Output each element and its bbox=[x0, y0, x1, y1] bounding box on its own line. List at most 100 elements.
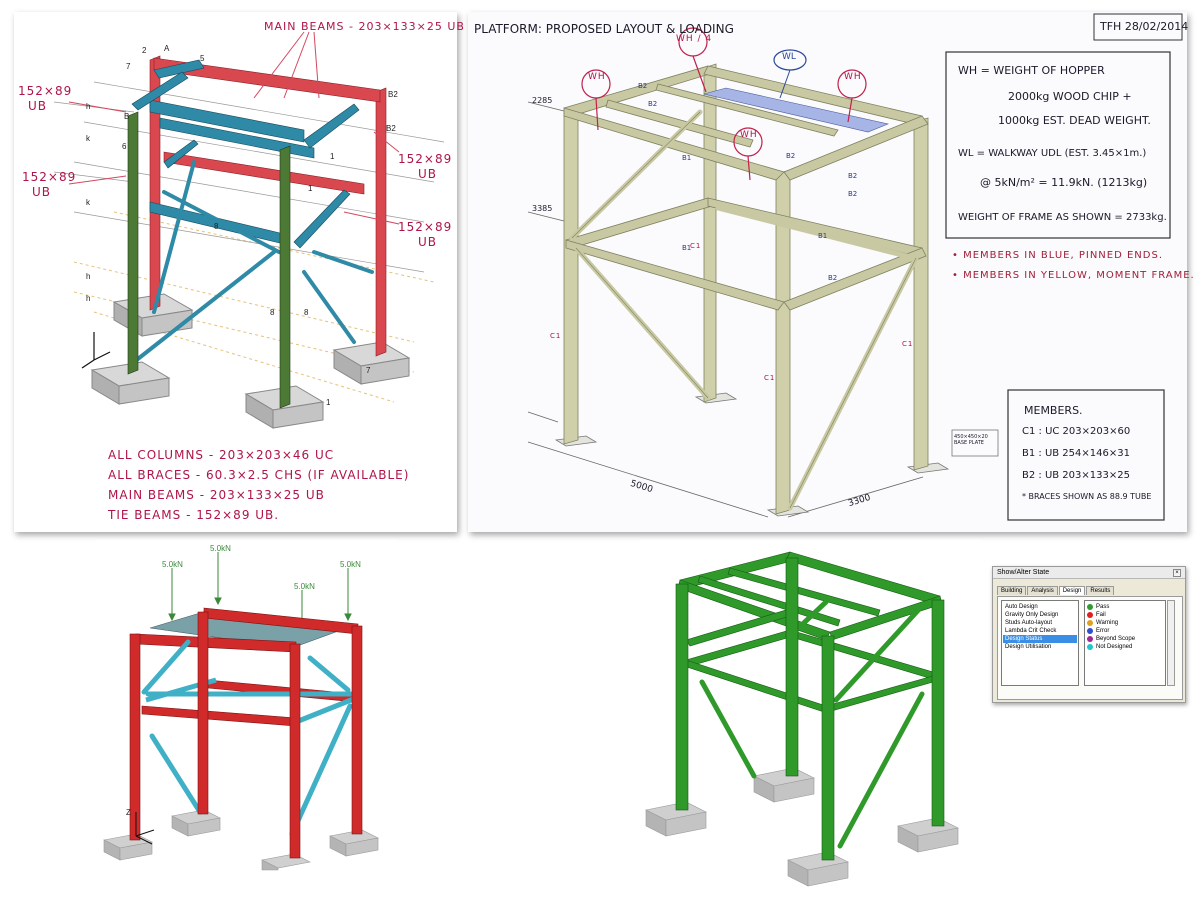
close-icon[interactable]: × bbox=[1173, 568, 1181, 577]
note-udl-value: @ 5kN/m² = 11.9kN. (1213kg) bbox=[980, 176, 1148, 189]
blue-braces bbox=[132, 160, 374, 364]
error-dot-icon bbox=[1087, 628, 1093, 634]
dialog-tabs: Building Analysis Design Results bbox=[997, 586, 1115, 595]
load-wh-right: WH bbox=[844, 72, 862, 82]
tab-analysis[interactable]: Analysis bbox=[1027, 586, 1058, 595]
analysis-pads bbox=[103, 809, 379, 871]
green-columns bbox=[127, 111, 291, 409]
grid-label: 2 bbox=[142, 46, 147, 55]
tan-columns bbox=[563, 63, 929, 515]
date-stamp: TFH 28/02/2014 bbox=[1100, 20, 1189, 33]
status-legend: Pass Fail Warning Error Beyond Scope Not… bbox=[1084, 600, 1166, 686]
legend-label: Not Designed bbox=[1096, 644, 1133, 650]
list-item[interactable]: Studs Auto-layout bbox=[1005, 620, 1053, 626]
grid-label: 8 bbox=[304, 308, 309, 317]
note-dead-weight: 1000kg EST. DEAD WEIGHT. bbox=[998, 114, 1151, 127]
warning-dot-icon bbox=[1087, 620, 1093, 626]
note-yellow-members: • MEMBERS IN YELLOW, MOMENT FRAME. bbox=[952, 270, 1195, 281]
sketch-panel-platform: PLATFORM: PROPOSED LAYOUT & LOADING TFH … bbox=[468, 12, 1194, 532]
grid-label: 7 bbox=[126, 62, 131, 71]
list-item[interactable]: Gravity Only Design bbox=[1005, 612, 1059, 618]
member-c1: C1 : UC 203×203×60 bbox=[1022, 426, 1131, 437]
load-wh-mid: WH bbox=[740, 130, 758, 140]
legend-scrollbar[interactable] bbox=[1167, 600, 1175, 686]
member-tag: B2 bbox=[828, 274, 838, 282]
legend-label: Beyond Scope bbox=[1096, 636, 1136, 642]
fail-dot-icon bbox=[1087, 612, 1093, 618]
pass-dot-icon bbox=[1087, 604, 1093, 610]
legend-item: Fail bbox=[1087, 611, 1163, 619]
list-item[interactable]: Lambda Crit Check bbox=[1005, 628, 1057, 634]
legend-item: Beyond Scope bbox=[1087, 635, 1163, 643]
column-tag: C1 bbox=[690, 242, 702, 250]
members-title: MEMBERS. bbox=[1024, 404, 1083, 417]
grid-label: A bbox=[164, 44, 170, 53]
spec-main-beams: MAIN BEAMS - 203×133×25 UB bbox=[108, 488, 325, 502]
grid-label: k bbox=[86, 198, 90, 207]
analysis-model-drawing bbox=[103, 552, 379, 871]
legend-label: Fail bbox=[1096, 612, 1106, 618]
state-list[interactable]: Auto Design Gravity Only Design Studs Au… bbox=[1001, 600, 1079, 686]
note-wood-chip: 2000kg WOOD CHIP + bbox=[1008, 90, 1132, 103]
legend-item: Pass bbox=[1087, 603, 1163, 611]
note-blue-members: • MEMBERS IN BLUE, PINNED ENDS. bbox=[952, 250, 1164, 261]
design-status-panel bbox=[640, 540, 980, 890]
member-b1: B1 : UB 254×146×31 bbox=[1022, 448, 1130, 459]
design-status-drawing bbox=[645, 551, 959, 887]
load-wl: WL bbox=[782, 52, 796, 62]
list-item[interactable]: Auto Design bbox=[1005, 604, 1038, 610]
legend-label: Warning bbox=[1096, 620, 1119, 626]
legend-item: Not Designed bbox=[1087, 643, 1163, 651]
walkway bbox=[703, 87, 890, 133]
not-designed-dot-icon bbox=[1087, 644, 1093, 650]
left-note-a: 152×89 bbox=[18, 84, 73, 98]
red-beams bbox=[153, 57, 381, 195]
grid-label: h bbox=[86, 102, 91, 111]
grid-label: 1 bbox=[326, 398, 331, 407]
load-label: 5.0kN bbox=[210, 544, 231, 553]
sketch-panel-members: MAIN BEAMS - 203×133×25 UB 152×89 UB 152… bbox=[14, 12, 464, 532]
grid-label: k bbox=[86, 134, 90, 143]
spec-columns: ALL COLUMNS - 203×203×46 UC bbox=[108, 448, 335, 462]
member-tag: B2 bbox=[848, 172, 858, 180]
load-wh-top: WH / 4 bbox=[676, 34, 713, 44]
dim-height-lower: 3385 bbox=[532, 204, 553, 213]
tab-results[interactable]: Results bbox=[1086, 586, 1115, 595]
note-frame-weight: WEIGHT OF FRAME AS SHOWN = 2733kg. bbox=[958, 212, 1167, 223]
model-axis bbox=[135, 812, 155, 845]
note-hopper-weight: WH = WEIGHT OF HOPPER bbox=[958, 64, 1105, 77]
left-note-b2: UB bbox=[32, 185, 52, 199]
member-tag: B2 bbox=[848, 190, 858, 198]
tab-building[interactable]: Building bbox=[997, 586, 1027, 595]
grid-label: 8 bbox=[270, 308, 275, 317]
grid-label: B bbox=[124, 112, 130, 121]
cyan-braces bbox=[141, 639, 359, 837]
load-label: 5.0kN bbox=[162, 560, 183, 569]
left-note-b: 152×89 bbox=[22, 170, 77, 184]
load-wh-left: WH bbox=[588, 72, 606, 82]
member-tag: B2 bbox=[638, 82, 648, 90]
top-main-beams-note: MAIN BEAMS - 203×133×25 UB bbox=[264, 20, 465, 33]
platform-drawing bbox=[468, 12, 1187, 532]
blue-beams bbox=[131, 59, 360, 249]
member-sketch-drawing bbox=[53, 31, 445, 429]
legend-label: Error bbox=[1096, 628, 1110, 634]
member-tag: B2 bbox=[786, 152, 796, 160]
grid-label: 1 bbox=[330, 152, 335, 161]
member-tag: B1 bbox=[682, 154, 692, 162]
legend-item: Warning bbox=[1087, 619, 1163, 627]
analysis-model-panel: 5.0kN 5.0kN 5.0kN 5.0kN Z bbox=[96, 540, 396, 871]
beyond-scope-dot-icon bbox=[1087, 636, 1093, 642]
list-item-selected[interactable]: Design Status bbox=[1003, 635, 1077, 643]
green-beams bbox=[677, 551, 943, 713]
right-note-b: 152×89 bbox=[398, 220, 453, 234]
member-b2: B2 : UB 203×133×25 bbox=[1022, 470, 1130, 481]
platform-title: PLATFORM: PROPOSED LAYOUT & LOADING bbox=[474, 22, 734, 36]
tab-design[interactable]: Design bbox=[1058, 586, 1086, 595]
legend-label: Pass bbox=[1096, 604, 1110, 610]
legend-item: Error bbox=[1087, 627, 1163, 635]
note-walkway-udl: WL = WALKWAY UDL (EST. 3.45×1m.) bbox=[958, 148, 1147, 159]
list-item[interactable]: Design Utilisation bbox=[1005, 644, 1052, 650]
grid-label: h bbox=[86, 294, 91, 303]
member-braces: * BRACES SHOWN AS 88.9 TUBE bbox=[1022, 492, 1152, 501]
